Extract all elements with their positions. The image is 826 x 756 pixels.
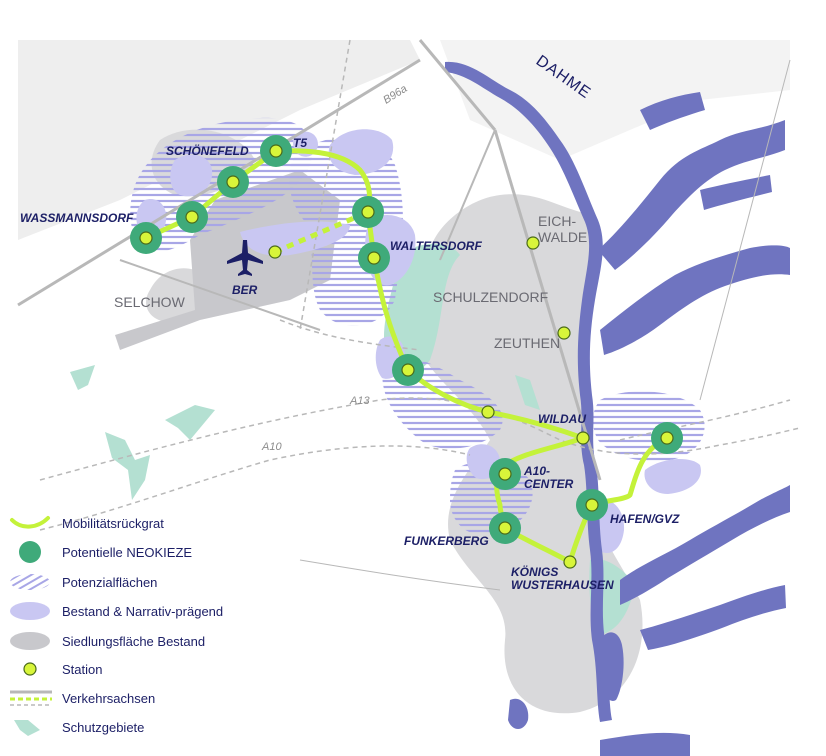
neokiez-swatch-icon (19, 541, 41, 563)
protected-swatch-icon (14, 720, 40, 736)
backbone-swatch-icon (10, 516, 50, 529)
label-a13: A13 (349, 395, 370, 407)
label-wassmannsdorf: WASSMANNSDORF (20, 211, 134, 225)
legend-label: Mobilitätsrückgrat (62, 515, 164, 531)
label-schulzendorf: SCHULZENDORF (433, 289, 548, 305)
label-waltersdorf: WALTERSDORF (390, 239, 482, 253)
label-schoenefeld: SCHÖNEFELD (166, 143, 249, 158)
label-funkerberg: FUNKERBERG (404, 534, 489, 548)
dahme-river (445, 61, 790, 756)
label-airport: BER (232, 283, 258, 297)
legend-label: Schutzgebiete (62, 719, 145, 735)
legend-label: Station (62, 661, 103, 677)
legend-label: Potenzialflächen (62, 574, 158, 590)
protected-area-5 (70, 365, 95, 390)
basemap-area-east (440, 40, 790, 160)
label-a10: A10 (261, 441, 282, 453)
settlement-swatch-icon (10, 632, 50, 650)
legend-label: Siedlungsfläche Bestand (62, 633, 206, 649)
label-t5: T5 (293, 136, 307, 150)
label-b96a: B96a (381, 83, 409, 107)
protected-area-6 (515, 375, 540, 410)
label-eichwalde-line2: WALDE (538, 229, 587, 245)
label-a10-line1: A10- (523, 464, 550, 478)
protected-area-4 (165, 405, 215, 440)
label-wildau: WILDAU (538, 412, 586, 426)
axes-swatch-icon (10, 690, 52, 706)
legend-label: Verkehrsachsen (62, 690, 156, 706)
legend-label: Potentielle NEOKIEZE (62, 544, 193, 560)
protected-area-3 (105, 432, 150, 500)
label-koenigs-line1: KÖNIGS (511, 564, 558, 579)
label-koenigs-line2: WUSTERHAUSEN (511, 578, 614, 592)
narrative-swatch-icon (10, 602, 50, 620)
label-zeuthen: ZEUTHEN (494, 335, 560, 351)
label-selchow: SELCHOW (114, 294, 186, 310)
airplane-icon (227, 240, 263, 276)
hatch-swatch-icon (10, 574, 50, 590)
station-markers (139, 144, 674, 569)
label-eichwalde-line1: EICH- (538, 213, 576, 229)
label-a10-line2: CENTER (524, 477, 574, 491)
label-hafen: HAFEN/GVZ (610, 512, 680, 526)
station-swatch-icon (23, 662, 37, 676)
airport-link (274, 209, 369, 255)
airport-area (115, 170, 340, 350)
legend-label: Bestand & Narrativ-prägend (62, 603, 224, 619)
